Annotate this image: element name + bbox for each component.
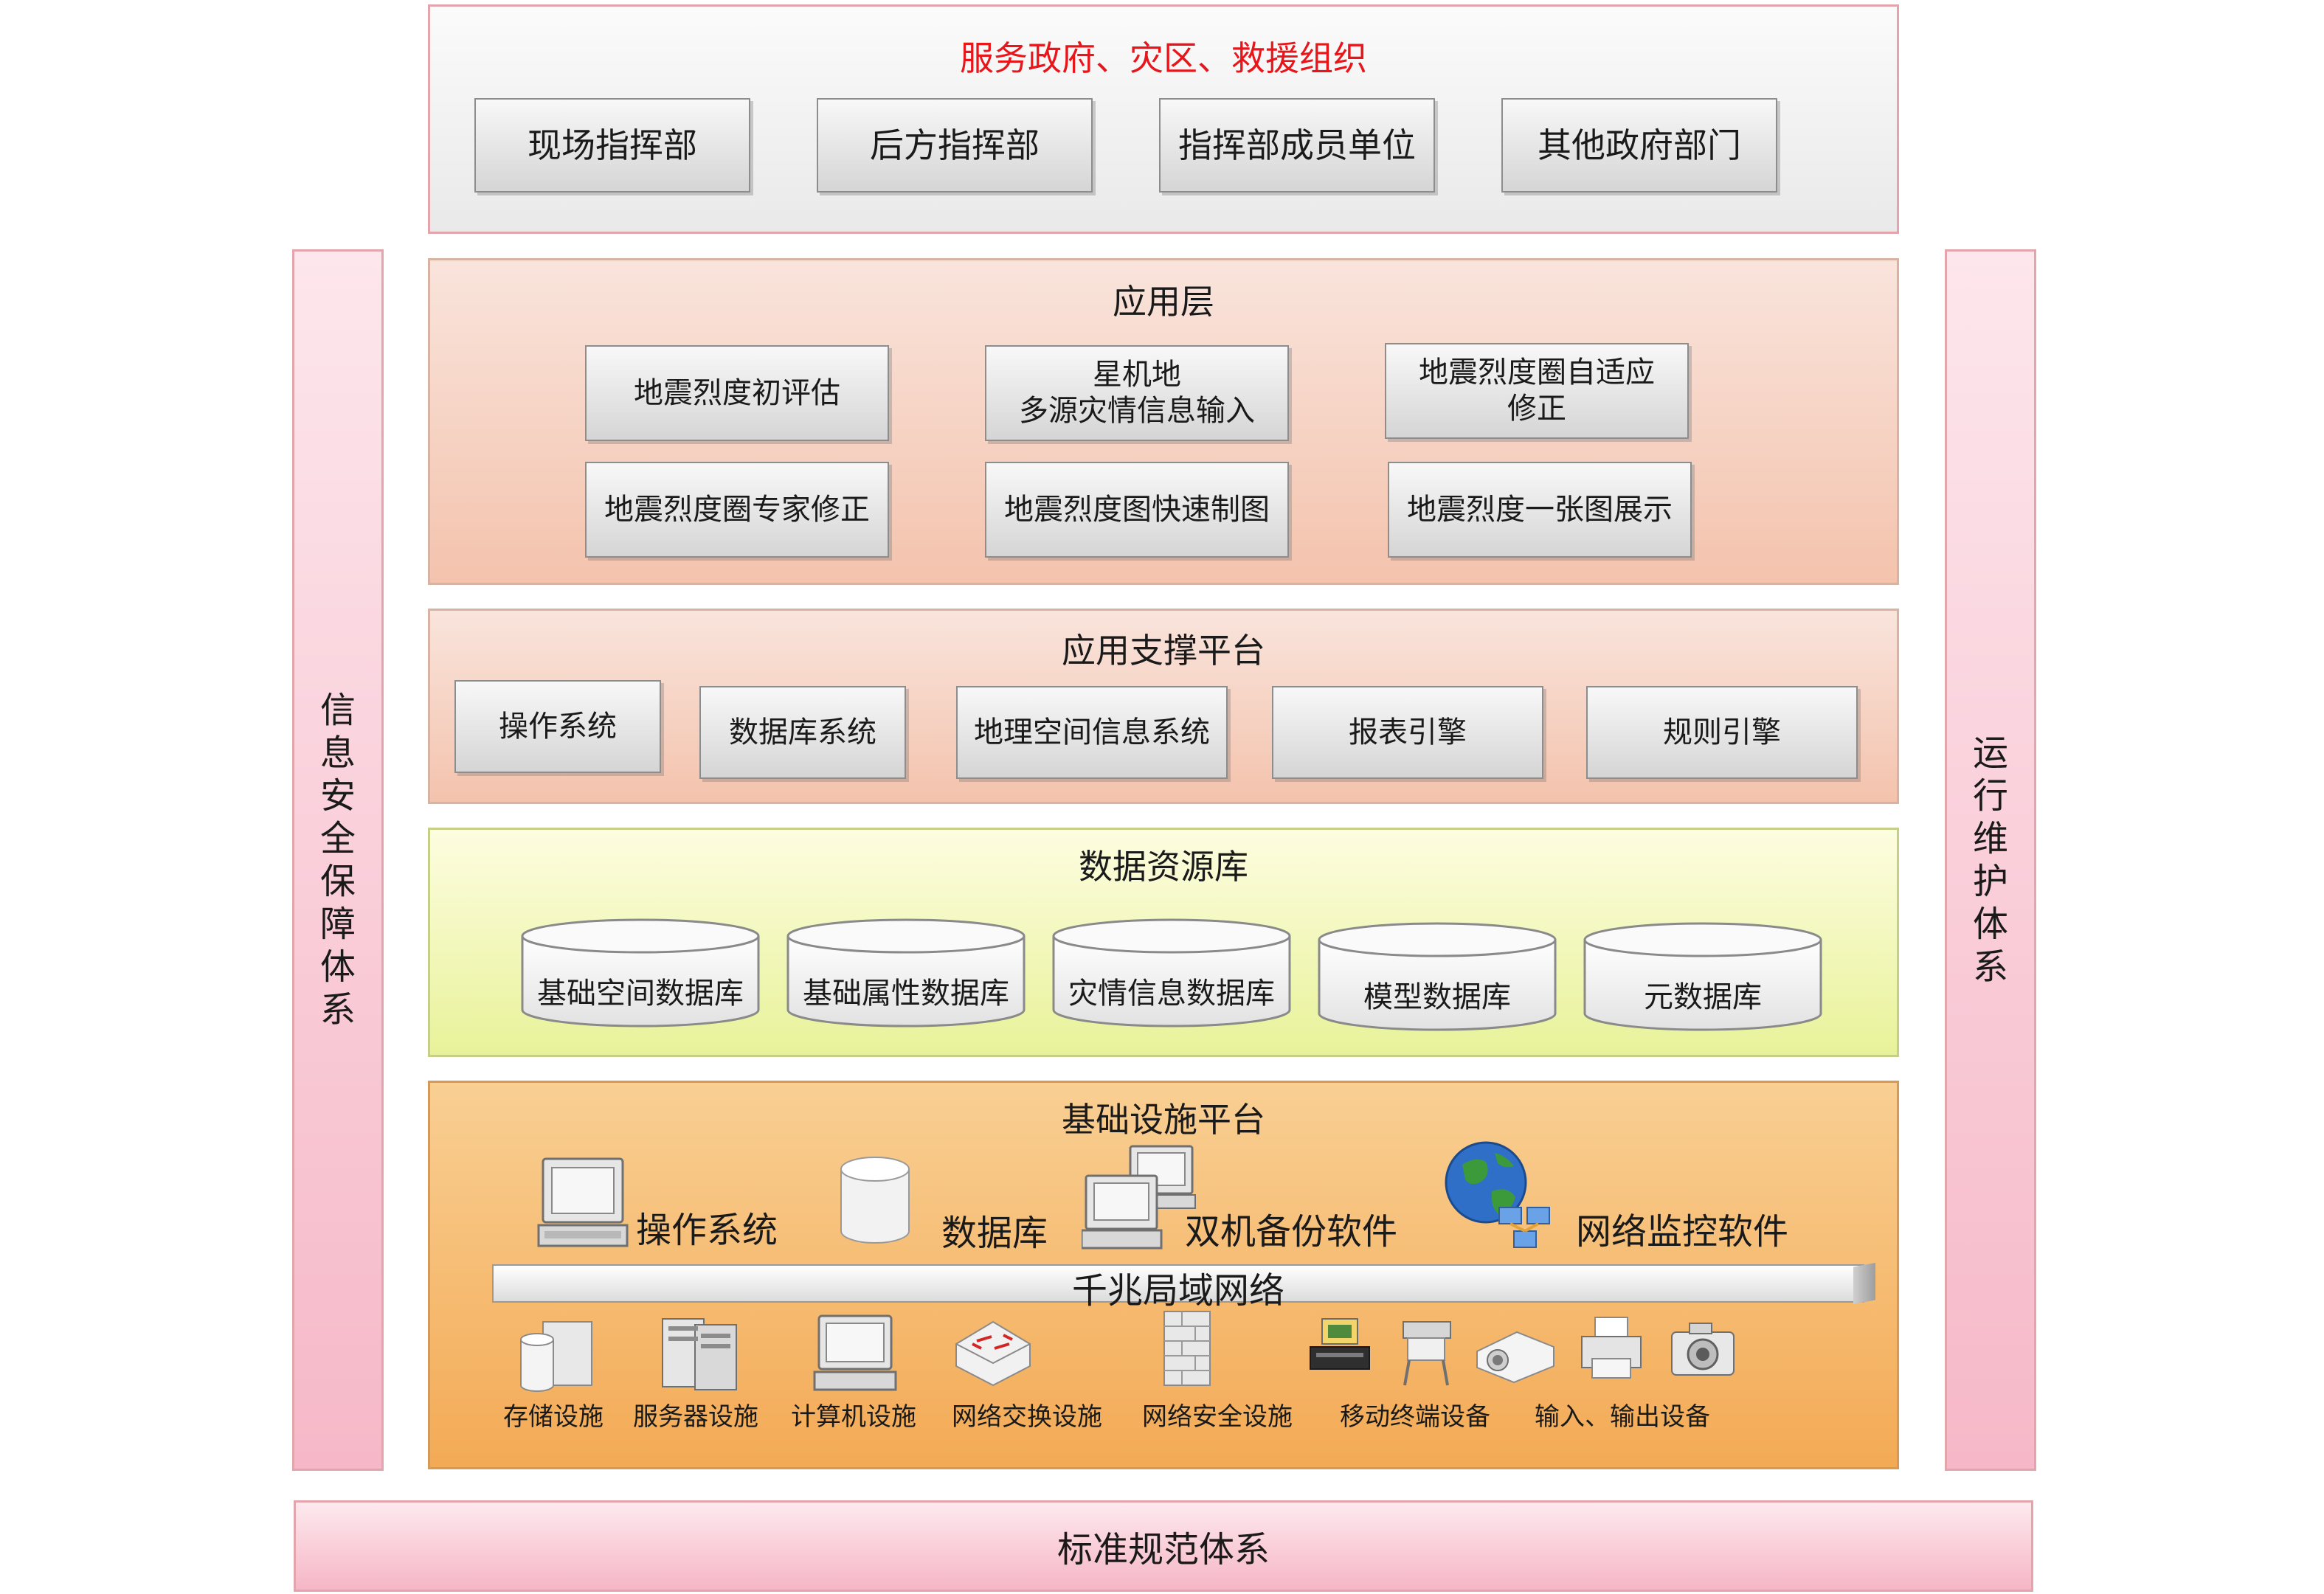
module-initial-assessment: 地震烈度初评估 (585, 345, 889, 441)
standards-panel: 标准规范体系 (294, 1500, 2033, 1592)
gigabit-lan-bar (492, 1264, 1864, 1303)
plotter-icon (1403, 1321, 1451, 1386)
database-cylinder: 元数据库 (1582, 922, 1824, 1031)
database-label-metadata: 元数据库 (1644, 980, 1762, 1014)
projector-icon (1476, 1331, 1554, 1384)
service-unit-member-units: 指挥部成员单位 (1159, 98, 1435, 193)
support-gis: 地理空间信息系统 (956, 686, 1228, 779)
infra-software-network-monitor: 网络监控软件 (1576, 1211, 1789, 1252)
storage-icon (520, 1321, 592, 1392)
device-security-label: 网络安全设施 (1142, 1402, 1293, 1432)
infra-software-os: 操作系统 (636, 1210, 778, 1251)
operations-maintenance-pillar: 运行维护体系 (1945, 249, 2036, 1471)
application-layer: 应用层 地震烈度初评估 星机地 多源灾情信息输入 地震烈度圈自适应 修正 地震烈… (428, 258, 1899, 585)
operations-maintenance-label: 运行维护体系 (1972, 732, 2008, 988)
service-panel: 服务政府、灾区、救援组织 现场指挥部 后方指挥部 指挥部成员单位 其他政府部门 (428, 4, 1899, 234)
database-icon (840, 1157, 910, 1244)
standards-label: 标准规范体系 (1056, 1529, 1270, 1570)
cylinder-shape (1052, 918, 1291, 1028)
device-switch-label: 网络交换设施 (952, 1402, 1102, 1432)
mobile-terminal-icon (1310, 1318, 1370, 1370)
module-multisource-input: 星机地 多源灾情信息输入 (985, 345, 1289, 441)
database-cylinder: 模型数据库 (1316, 922, 1558, 1031)
switch-icon (955, 1320, 1031, 1387)
firewall-icon (1163, 1311, 1211, 1386)
database-label-disaster-info: 灾情信息数据库 (1068, 977, 1275, 1011)
computer-icon (537, 1157, 629, 1247)
database-cylinder: 基础属性数据库 (785, 918, 1027, 1028)
info-security-pillar: 信息安全保障体系 (292, 249, 384, 1471)
dual-server-icon (1082, 1145, 1196, 1250)
device-storage-label: 存储设施 (503, 1402, 604, 1432)
cylinder-shape (521, 918, 760, 1028)
service-unit-other-departments: 其他政府部门 (1501, 98, 1777, 193)
globe-network-icon (1445, 1141, 1550, 1248)
printer-icon (1581, 1317, 1642, 1379)
device-mobile-label: 移动终端设备 (1340, 1402, 1490, 1432)
database-label-basic-attribute: 基础属性数据库 (803, 977, 1009, 1011)
info-security-label: 信息安全保障体系 (319, 690, 356, 1030)
support-os: 操作系统 (454, 680, 661, 773)
cylinder-shape (1318, 922, 1557, 1031)
infrastructure-title: 基础设施平台 (1062, 1100, 1265, 1140)
database-label-model: 模型数据库 (1363, 980, 1511, 1014)
service-title: 服务政府、灾区、救援组织 (960, 38, 1367, 78)
computer-icon (813, 1314, 897, 1391)
database-cylinder: 灾情信息数据库 (1051, 918, 1293, 1028)
device-computer-label: 计算机设施 (791, 1402, 916, 1432)
application-layer-title: 应用层 (1113, 282, 1214, 322)
module-one-map-display: 地震烈度一张图展示 (1388, 462, 1692, 558)
support-report-engine: 报表引擎 (1272, 686, 1543, 779)
server-rack-icon (662, 1318, 737, 1390)
module-expert-correction: 地震烈度圈专家修正 (585, 462, 889, 558)
infra-software-database: 数据库 (941, 1213, 1048, 1254)
device-server-label: 服务器设施 (633, 1402, 758, 1432)
service-unit-onsite-command: 现场指挥部 (474, 98, 750, 193)
gigabit-lan-label: 千兆局域网络 (1071, 1270, 1284, 1311)
cylinder-shape (786, 918, 1026, 1028)
lan-bar-end-cap (1853, 1263, 1875, 1304)
database-label-basic-spatial: 基础空间数据库 (537, 977, 744, 1011)
data-resources-title: 数据资源库 (1079, 847, 1248, 887)
device-io-label: 输入、输出设备 (1535, 1402, 1710, 1432)
cylinder-shape (1583, 922, 1822, 1031)
database-cylinder: 基础空间数据库 (519, 918, 761, 1028)
module-rapid-mapping: 地震烈度图快速制图 (985, 462, 1289, 558)
support-platform-title: 应用支撑平台 (1062, 631, 1265, 670)
support-database-system: 数据库系统 (699, 686, 906, 779)
infra-software-dual-backup: 双机备份软件 (1185, 1211, 1398, 1252)
module-adaptive-correction: 地震烈度圈自适应 修正 (1385, 343, 1689, 439)
camera-icon (1671, 1323, 1735, 1376)
service-unit-rear-command: 后方指挥部 (817, 98, 1093, 193)
support-rule-engine: 规则引擎 (1586, 686, 1858, 779)
